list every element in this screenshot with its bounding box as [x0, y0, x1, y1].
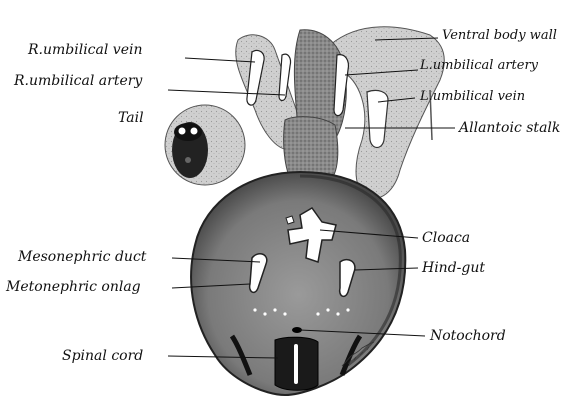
label-l-umbilical-artery: L.umbilical artery: [420, 58, 538, 74]
label-spinal-cord: Spinal cord: [62, 348, 143, 364]
cloaca-small-lumen: [286, 216, 294, 224]
label-metonephric-onlag: Metonephric onlag: [6, 279, 141, 295]
label-cloaca: Cloaca: [422, 230, 470, 246]
l-umbilical-artery-lumen: [334, 55, 348, 116]
artist-signature: [340, 340, 380, 370]
label-mesonephric-duct: Mesonephric duct: [18, 249, 146, 265]
label-r-umbilical-vein: R.umbilical vein: [28, 42, 142, 58]
label-tail: Tail: [118, 110, 144, 126]
spinal-canal: [294, 344, 298, 384]
label-allantoic-stalk: Allantoic stalk: [459, 120, 560, 136]
body-stalk: [284, 117, 338, 178]
label-r-umbilical-artery: R.umbilical artery: [14, 73, 142, 89]
label-ventral-body-wall: Ventral body wall: [442, 28, 557, 44]
tail-section: [165, 105, 245, 185]
label-hind-gut: Hind-gut: [422, 260, 485, 276]
label-l-umbilical-vein: L.umbilical vein: [420, 89, 525, 105]
label-notochord: Notochord: [430, 328, 506, 344]
